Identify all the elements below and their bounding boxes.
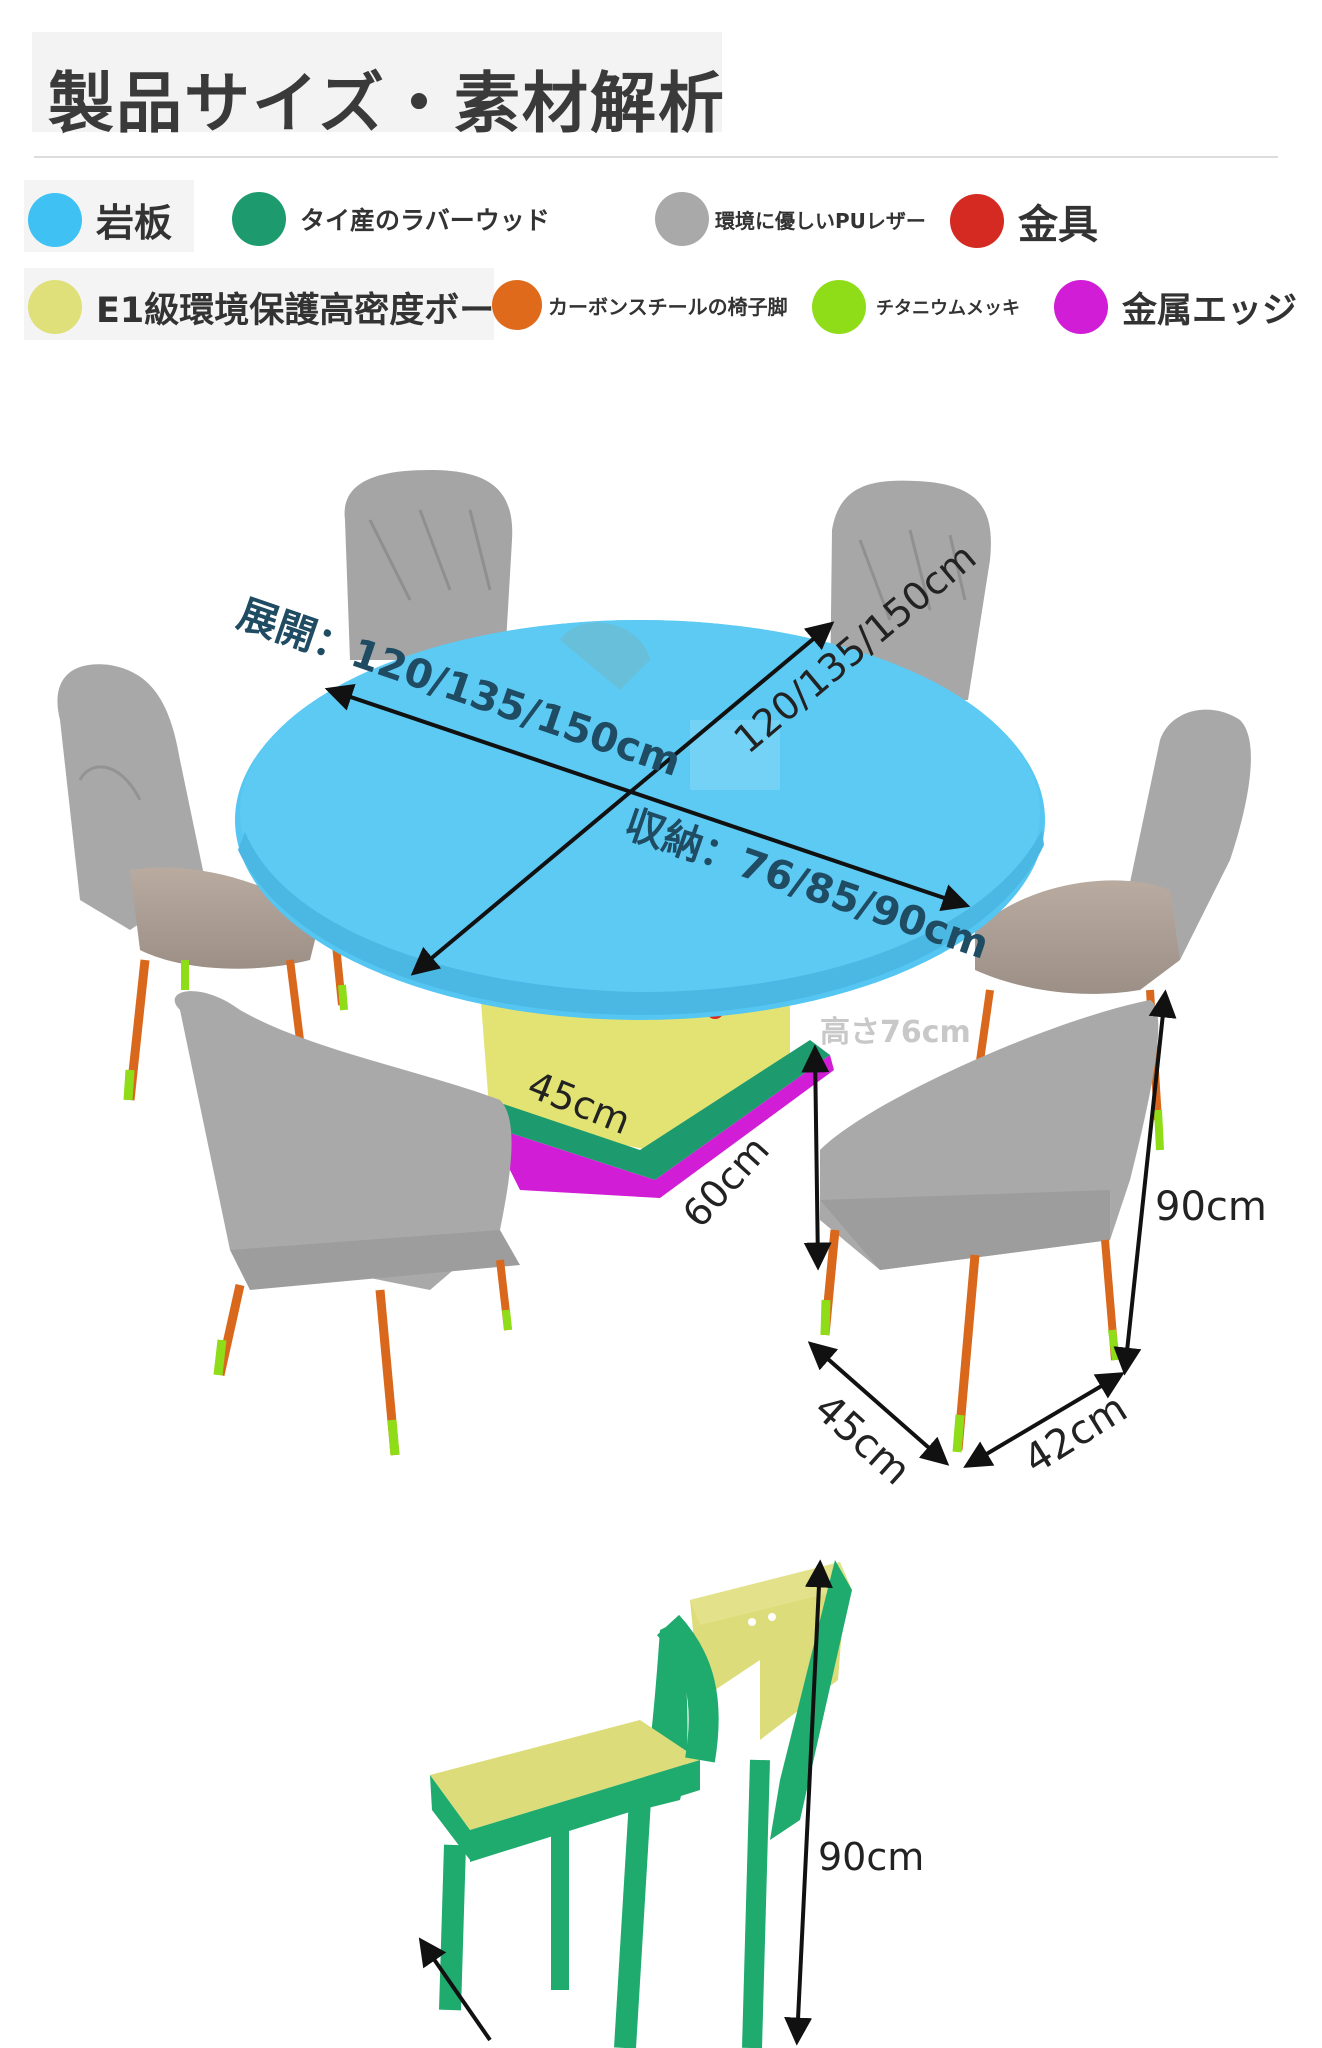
chair-left [57, 664, 348, 1101]
green-dot-icon [232, 192, 286, 246]
table-height-label: 高さ76cm [820, 1015, 971, 1050]
red-dot-icon [950, 194, 1004, 248]
legend-label: 岩板 [96, 201, 173, 245]
wood-chair-height-label: 90cm [818, 1835, 924, 1879]
legend-label: 金属エッジ [1122, 290, 1298, 331]
title-banner [32, 32, 722, 132]
base-frame [462, 1040, 830, 1180]
chair-depth-label: 45cm [805, 1385, 919, 1494]
yellow-dot-icon [28, 280, 82, 334]
dimension-lines [324, 621, 1177, 1468]
chair-back-left [344, 470, 513, 660]
wood-chair [430, 1560, 852, 2048]
magenta-dot-icon [1054, 280, 1108, 334]
lime-dot-icon [812, 280, 866, 334]
blue-dot-icon [28, 192, 82, 247]
legend-label: 環境に優しいPUレザー [715, 208, 926, 233]
legend-item-rubberwood: タイ産のラバーウッド [232, 192, 550, 246]
chair-height-label: 90cm [1155, 1184, 1267, 1230]
chair-back-right [830, 480, 991, 700]
legend-item-pu-leather: 環境に優しいPUレザー [655, 192, 926, 246]
chair-front-left [174, 991, 520, 1456]
legend-item-hardware: 金具 [950, 192, 1098, 250]
legend-label: 金具 [1018, 202, 1098, 248]
legend-item-stone: 岩板 [28, 192, 172, 247]
metal-edge [470, 1055, 834, 1198]
legend-label: チタニウムメッキ [876, 298, 1020, 319]
orange-dot-icon [492, 280, 542, 330]
legend-item-steel-legs: カーボンスチールの椅子脚 [492, 280, 788, 330]
legend-bg [24, 268, 494, 340]
divider [34, 156, 1278, 158]
legend-item-metal-edge: 金属エッジ [1054, 280, 1297, 334]
legend-item-e1-board: E1級環境保護高密度ボード [28, 280, 529, 334]
legend-label: タイ産のラバーウッド [300, 206, 550, 235]
legend-item-titanium: チタニウムメッキ [812, 280, 1020, 334]
wood-chair-dimension [418, 1559, 833, 2046]
gray-dot-icon [655, 192, 709, 246]
legend-label: カーボンスチールの椅子脚 [548, 294, 788, 319]
legend-label: E1級環境保護高密度ボード [96, 290, 530, 331]
page-title: 製品サイズ・素材解析 [48, 65, 727, 142]
